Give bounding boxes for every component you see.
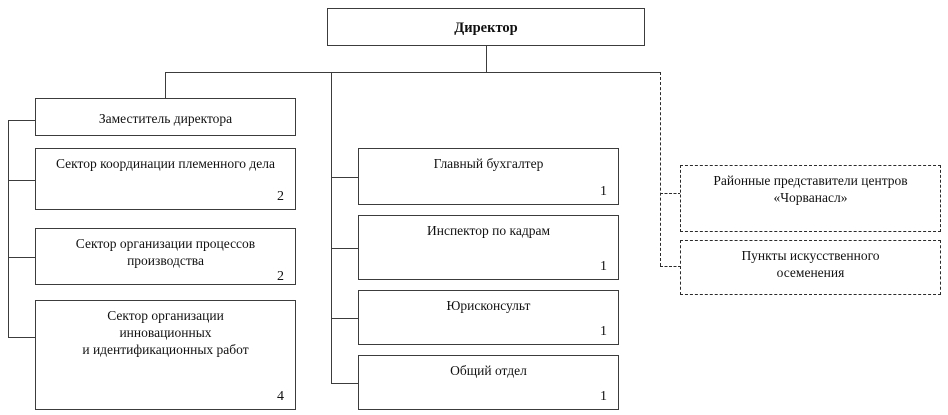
node-legal-adviser-label: Юрисконсульт [446, 298, 531, 313]
node-production-process-sector[interactable]: Сектор организации процессов производств… [35, 228, 296, 285]
connector-left-stub-3 [8, 257, 36, 258]
connector-root-stem [486, 46, 487, 72]
node-innovation-identification-sector[interactable]: Сектор организации инновационных и идент… [35, 300, 296, 410]
node-innovation-identification-sector-label: Сектор организации инновационных и идент… [82, 308, 249, 357]
connector-right-stub-1 [660, 193, 681, 194]
connector-right-spine [660, 72, 661, 266]
node-chief-accountant-label: Главный бухгалтер [433, 156, 544, 171]
node-legal-adviser-count: 1 [600, 324, 607, 339]
node-chief-accountant[interactable]: Главный бухгалтер 1 [358, 148, 619, 205]
node-hr-inspector[interactable]: Инспектор по кадрам 1 [358, 215, 619, 280]
node-general-department[interactable]: Общий отдел 1 [358, 355, 619, 410]
connector-left-stub-1 [8, 120, 36, 121]
node-legal-adviser[interactable]: Юрисконсульт 1 [358, 290, 619, 345]
node-district-representatives-label: Районные представители центров «Чорванас… [713, 173, 908, 205]
connector-left-stub-4 [8, 337, 36, 338]
node-artificial-insemination-points[interactable]: Пункты искусственного осеменения [680, 240, 941, 295]
node-hr-inspector-label: Инспектор по кадрам [426, 223, 550, 238]
connector-center-stub-1 [331, 177, 359, 178]
connector-main-bus [165, 72, 661, 73]
node-general-department-label: Общий отдел [450, 363, 527, 378]
node-hr-inspector-count: 1 [600, 259, 607, 274]
node-general-department-count: 1 [600, 389, 607, 404]
node-deputy-director[interactable]: Заместитель директора [35, 98, 296, 136]
node-breeding-coordination-sector[interactable]: Сектор координации племенного дела 2 [35, 148, 296, 210]
node-district-representatives[interactable]: Районные представители центров «Чорванас… [680, 165, 941, 232]
node-innovation-identification-sector-count: 4 [277, 389, 284, 404]
connector-center-spine [331, 72, 332, 383]
node-production-process-sector-count: 2 [277, 269, 284, 284]
node-artificial-insemination-points-label: Пункты искусственного осеменения [741, 248, 880, 280]
connector-right-stub-2 [660, 266, 681, 267]
connector-left-stub-2 [8, 180, 36, 181]
node-deputy-director-label: Заместитель директора [98, 110, 233, 126]
node-breeding-coordination-sector-count: 2 [277, 189, 284, 204]
node-production-process-sector-label: Сектор организации процессов производств… [75, 236, 256, 268]
connector-center-stub-3 [331, 318, 359, 319]
connector-left-drop [165, 72, 166, 98]
node-director-label: Директор [454, 19, 518, 36]
connector-center-stub-4 [331, 383, 359, 384]
connector-center-stub-2 [331, 248, 359, 249]
connector-left-spine [8, 120, 9, 337]
node-breeding-coordination-sector-label: Сектор координации племенного дела [55, 156, 276, 171]
node-director[interactable]: Директор [327, 8, 645, 46]
node-chief-accountant-count: 1 [600, 184, 607, 199]
